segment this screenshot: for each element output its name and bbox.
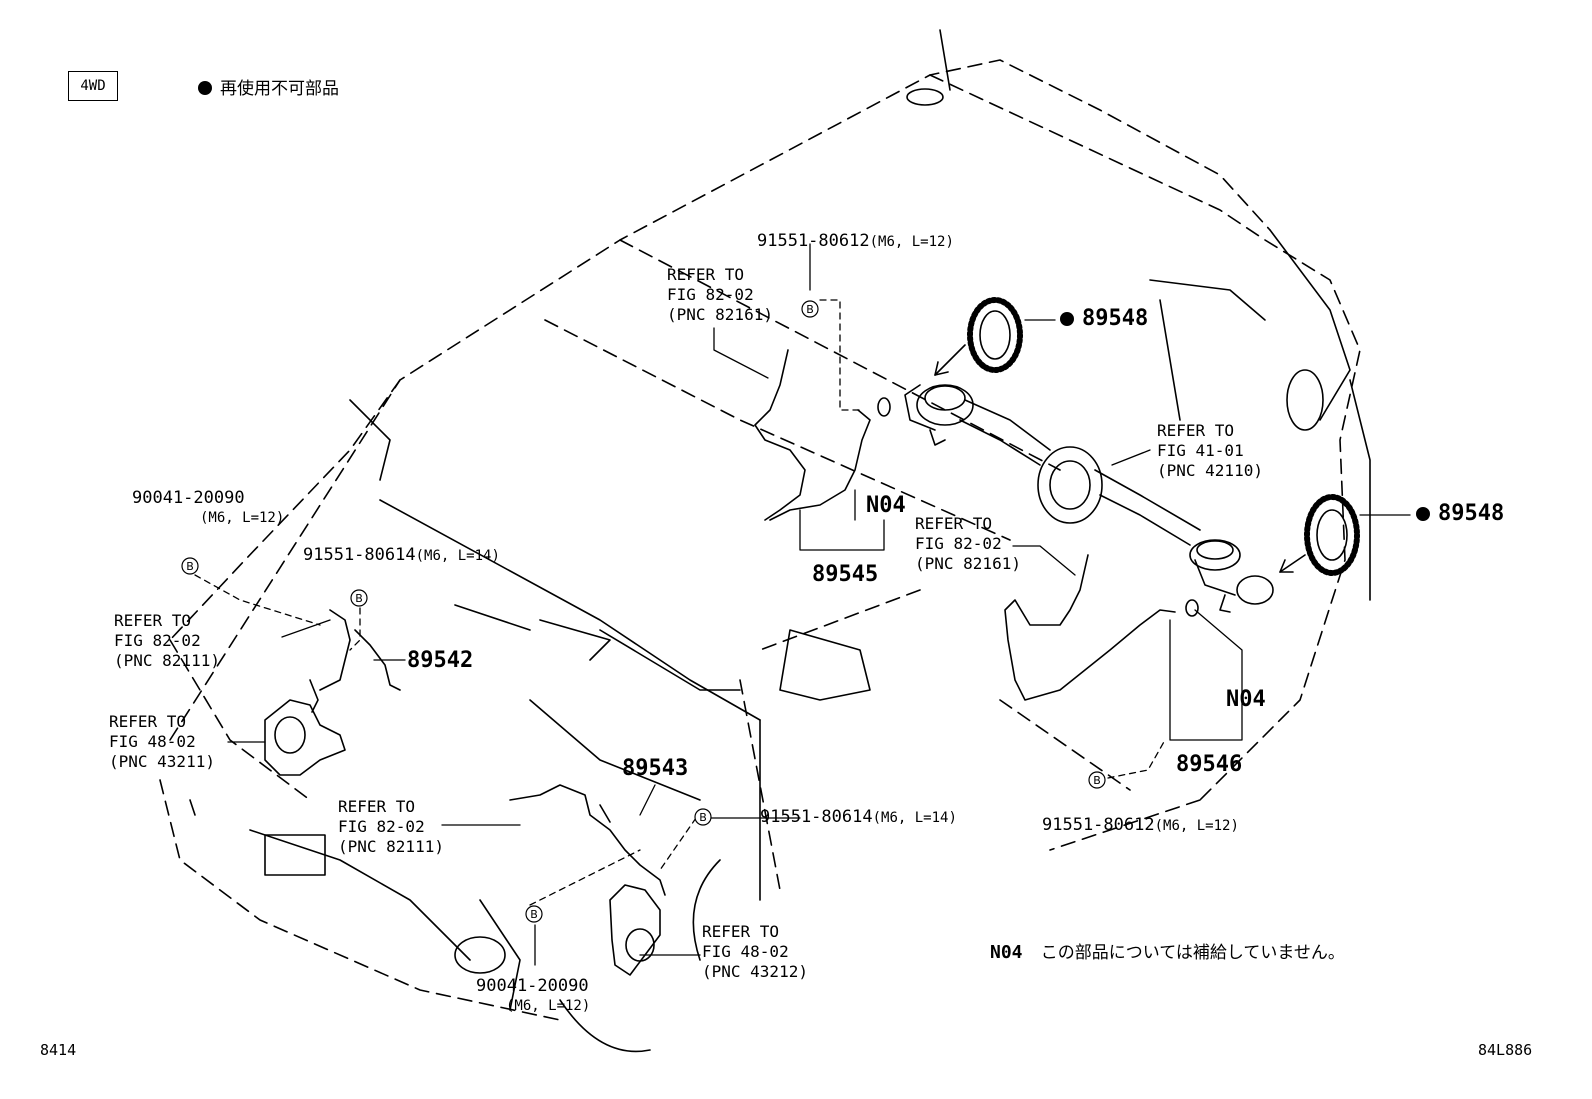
refer-line: REFER TO (702, 922, 780, 941)
refer-line: FIG 82-02 (338, 817, 425, 836)
part-number: 89548 (1082, 306, 1149, 331)
legend-text: 再使用不可部品 (220, 79, 339, 99)
callout-bolt-front-right-b: 90041-20090 (M6, L=12) (476, 976, 590, 1016)
part-spec: (M6, L=12) (1154, 818, 1239, 834)
legend-dot-icon (198, 81, 212, 95)
callout-bolt-front-left-b: 91551-80614(M6, L=14) (303, 545, 500, 566)
refer-line: REFER TO (667, 265, 745, 284)
part-number: 91551-80612 (757, 231, 870, 251)
footer-right-code: 84L886 (1478, 1041, 1533, 1059)
front-left-sensor (309, 609, 401, 713)
part-spec: (M6, L=12) (506, 998, 591, 1014)
vehicle-outline (159, 59, 1361, 1021)
bolt-marker-icon: B (694, 808, 712, 826)
refer-line: REFER TO (109, 712, 187, 731)
part-number: 91551-80614 (303, 545, 416, 565)
leader-lines-dashed (194, 299, 1166, 906)
refer-line: (PNC 43211) (109, 752, 215, 771)
callout-refer-rear-left-harness: REFER TO FIG 82-02 (PNC 82161) (667, 265, 773, 325)
variant-box: 4WD (68, 71, 118, 101)
rear-axle-housing (904, 384, 1274, 613)
bolt-marker-icon: B (801, 300, 819, 318)
callout-bolt-front-right-a: 91551-80614(M6, L=14) (760, 807, 957, 828)
callout-sensor-rear-right: 89546 (1176, 752, 1243, 777)
refer-line: REFER TO (1157, 421, 1235, 440)
refer-line: (PNC 42110) (1157, 461, 1263, 480)
bolt-marker-icon: B (1088, 771, 1106, 789)
callout-bolt-front-left-a: 90041-20090 (M6, L=12) (132, 488, 284, 528)
refer-line: FIG 48-02 (702, 942, 789, 961)
part-spec: (M6, L=14) (415, 548, 500, 564)
note-n04: N04 この部品については補給していません。 (990, 942, 1345, 964)
callout-sensor-front-right: 89543 (622, 756, 689, 781)
note-code: N04 (990, 942, 1023, 963)
refer-line: FIG 82-02 (915, 534, 1002, 553)
callout-refer-front-left-knuckle: REFER TO FIG 48-02 (PNC 43211) (109, 712, 215, 772)
install-arrow (934, 344, 1306, 573)
refer-line: (PNC 82161) (667, 305, 773, 324)
legend: 再使用不可部品 (198, 79, 339, 99)
front-right-knuckle (609, 884, 661, 976)
callout-n04-lower: N04 (1226, 687, 1266, 712)
bolt-marker-icon: B (181, 557, 199, 575)
callout-refer-axle: REFER TO FIG 41-01 (PNC 42110) (1157, 421, 1263, 481)
refer-line: FIG 82-02 (667, 285, 754, 304)
svg-text:B: B (699, 811, 707, 824)
callout-n04-upper: N04 (866, 493, 906, 518)
part-spec: (M6, L=12) (200, 510, 285, 526)
part-spec: (M6, L=12) (869, 234, 954, 250)
refer-line: (PNC 43212) (702, 962, 808, 981)
non-reusable-dot-icon (1060, 312, 1074, 326)
refer-line: REFER TO (915, 514, 993, 533)
svg-text:B: B (806, 303, 814, 316)
refer-line: (PNC 82161) (915, 554, 1021, 573)
front-left-knuckle (264, 699, 346, 776)
footer-left-code: 8414 (40, 1041, 77, 1059)
callout-rotor-lower: 89548 (1416, 502, 1504, 526)
bolt-marker-icon: B (350, 589, 368, 607)
callout-refer-front-right-harness: REFER TO FIG 82-02 (PNC 82111) (338, 797, 444, 857)
refer-line: REFER TO (114, 611, 192, 630)
refer-line: FIG 41-01 (1157, 441, 1244, 460)
callout-sensor-front-left: 89542 (407, 648, 474, 673)
callout-refer-front-right-knuckle: REFER TO FIG 48-02 (PNC 43212) (702, 922, 808, 982)
refer-line: REFER TO (338, 797, 416, 816)
callout-sensor-rear-left: 89545 (812, 562, 879, 587)
callout-rotor-upper: 89548 (1060, 307, 1148, 331)
front-right-sensor (509, 784, 666, 896)
svg-text:B: B (355, 592, 363, 605)
vehicle-body (189, 29, 1371, 1053)
rear-right-sensor (1004, 554, 1199, 701)
callout-bolt-rear-top: 91551-80612(M6, L=12) (757, 231, 954, 252)
callout-refer-front-left-harness: REFER TO FIG 82-02 (PNC 82111) (114, 611, 220, 671)
svg-text:B: B (186, 560, 194, 573)
refer-line: (PNC 82111) (338, 837, 444, 856)
part-spec: (M6, L=14) (872, 810, 957, 826)
part-number: 91551-80612 (1042, 815, 1155, 835)
tone-rotor-upper (967, 297, 1023, 373)
part-number: 89548 (1438, 501, 1505, 526)
note-text: この部品については補給していません。 (1040, 943, 1345, 963)
part-number: 91551-80614 (760, 807, 873, 827)
svg-text:B: B (1093, 774, 1101, 787)
refer-line: FIG 48-02 (109, 732, 196, 751)
bolt-markers: B B B B B B (181, 300, 1106, 923)
refer-line: (PNC 82111) (114, 651, 220, 670)
leader-lines (227, 243, 1411, 966)
rear-left-sensor (754, 349, 891, 521)
svg-text:B: B (530, 908, 538, 921)
part-number: 90041-20090 (476, 976, 589, 996)
callout-refer-rear-right-harness: REFER TO FIG 82-02 (PNC 82161) (915, 514, 1021, 574)
non-reusable-dot-icon (1416, 507, 1430, 521)
part-number: 90041-20090 (132, 488, 245, 508)
tone-rotor-lower (1304, 494, 1360, 576)
bolt-marker-icon: B (525, 905, 543, 923)
callout-bolt-rear-bottom: 91551-80612(M6, L=12) (1042, 815, 1239, 836)
refer-line: FIG 82-02 (114, 631, 201, 650)
